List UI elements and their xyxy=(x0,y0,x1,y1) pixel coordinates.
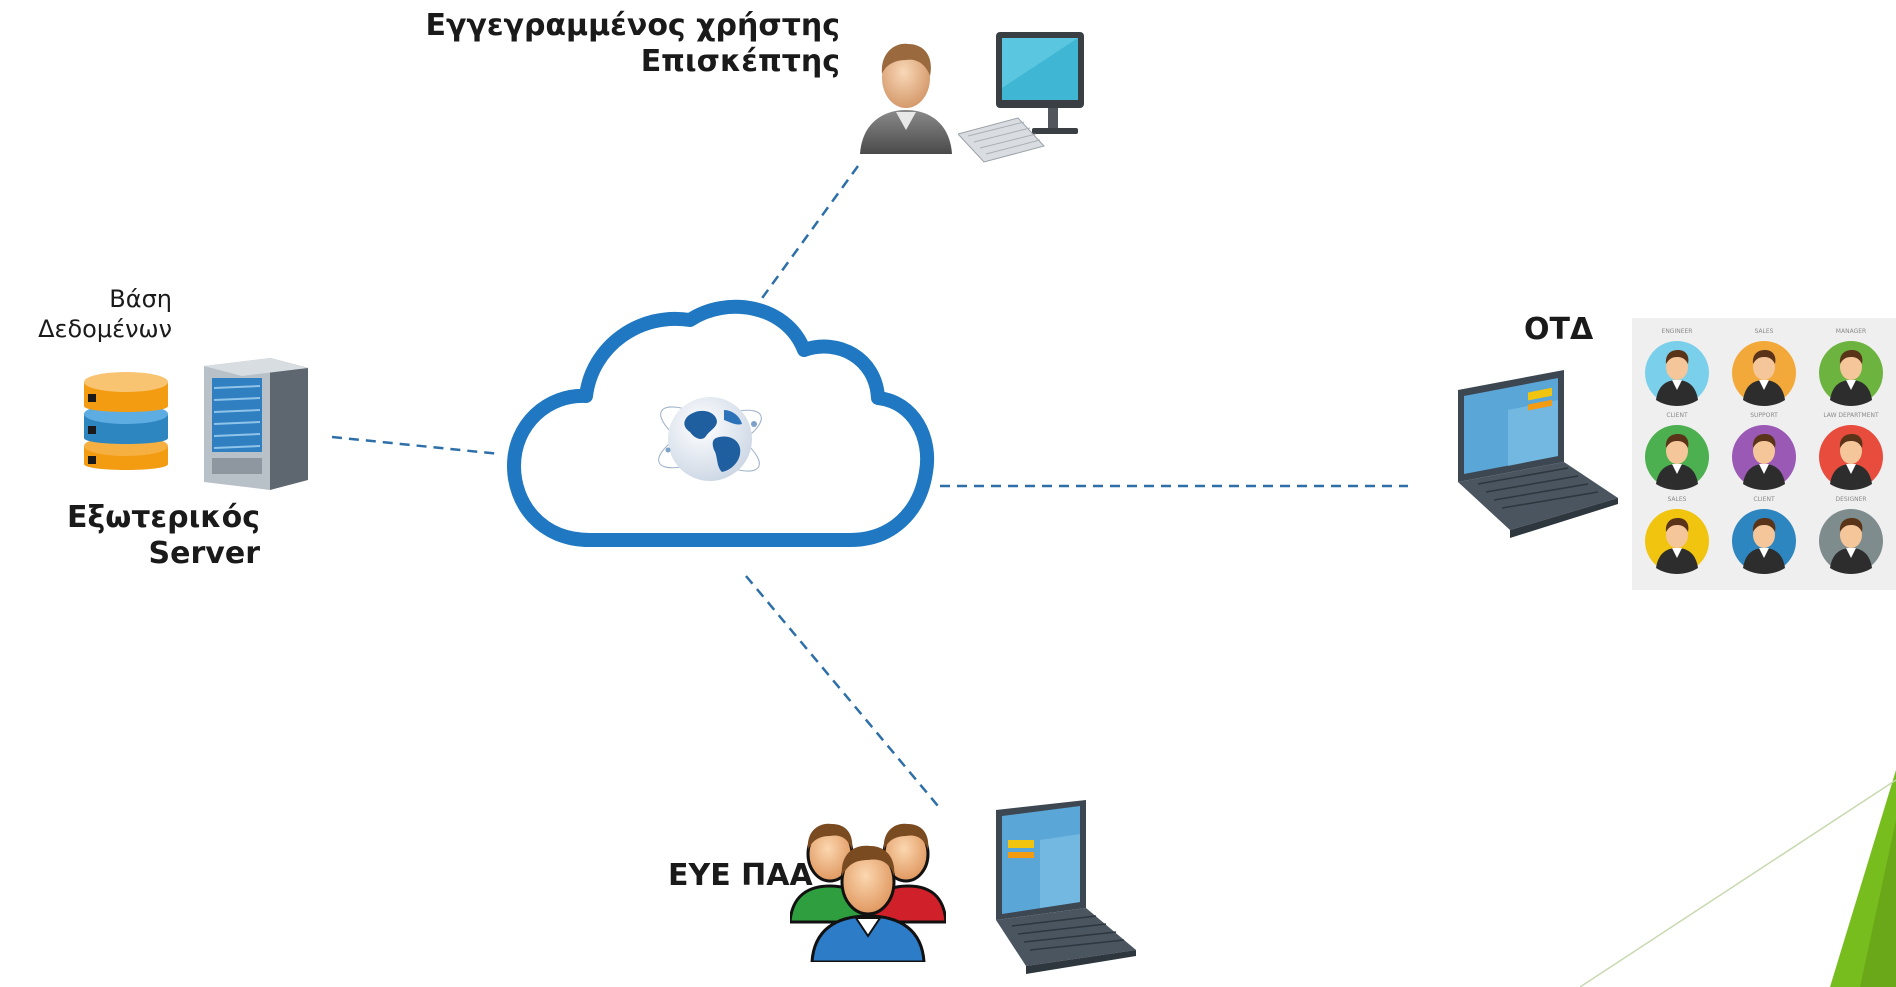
database-line1: Βάση xyxy=(109,285,172,313)
eye-paa-label: ΕΥΕ ΠΑΑ xyxy=(668,858,813,893)
avatar-caption: CLIENT xyxy=(1753,496,1775,503)
avatar-face xyxy=(1645,341,1709,406)
green-accent-shape xyxy=(1580,770,1896,987)
server-line2: Server xyxy=(148,536,260,571)
registered-user-line1: Εγγεγραμμένος χρήστης xyxy=(425,8,840,43)
eye-laptop-icon xyxy=(996,800,1136,974)
registered-user-label: Εγγεγραμμένος χρήστης Επισκέπτης xyxy=(400,8,840,80)
avatar-caption: SALES xyxy=(1754,328,1774,335)
user-group-icon xyxy=(790,823,946,962)
avatar-face xyxy=(1819,341,1883,406)
avatar-face xyxy=(1819,509,1883,574)
link-eye xyxy=(745,575,939,807)
database-label: Βάση Δεδομένων xyxy=(0,284,172,344)
registered-user-line2: Επισκέπτης xyxy=(640,44,840,79)
avatar-caption: DESIGNER xyxy=(1835,496,1867,503)
server-line1: Εξωτερικός xyxy=(66,500,260,535)
database-line2: Δεδομένων xyxy=(38,315,172,343)
avatar-face xyxy=(1732,509,1796,574)
database-icon xyxy=(84,372,168,470)
avatar-caption: SUPPORT xyxy=(1750,412,1778,419)
desktop-computer-icon xyxy=(958,32,1084,163)
avatar-caption: CLIENT xyxy=(1666,412,1688,419)
otd-laptop-icon xyxy=(1458,370,1618,538)
link-server xyxy=(331,435,501,456)
avatar-caption: SALES xyxy=(1667,496,1687,503)
avatar-caption: LAW DEPARTMENT xyxy=(1823,412,1879,419)
link-user xyxy=(750,165,860,313)
avatar-face xyxy=(1732,425,1796,490)
avatar-face xyxy=(1819,425,1883,490)
user-person-icon xyxy=(860,43,952,154)
server-label: Εξωτερικός Server xyxy=(40,500,260,572)
avatar-face xyxy=(1732,341,1796,406)
avatar-face xyxy=(1645,509,1709,574)
otd-label: ΟΤΔ xyxy=(1524,312,1594,347)
avatar-face xyxy=(1645,425,1709,490)
server-icon xyxy=(204,358,308,490)
avatar-caption: ENGINEER xyxy=(1661,328,1693,335)
avatar-caption: MANAGER xyxy=(1835,328,1867,335)
globe-icon xyxy=(658,397,762,481)
